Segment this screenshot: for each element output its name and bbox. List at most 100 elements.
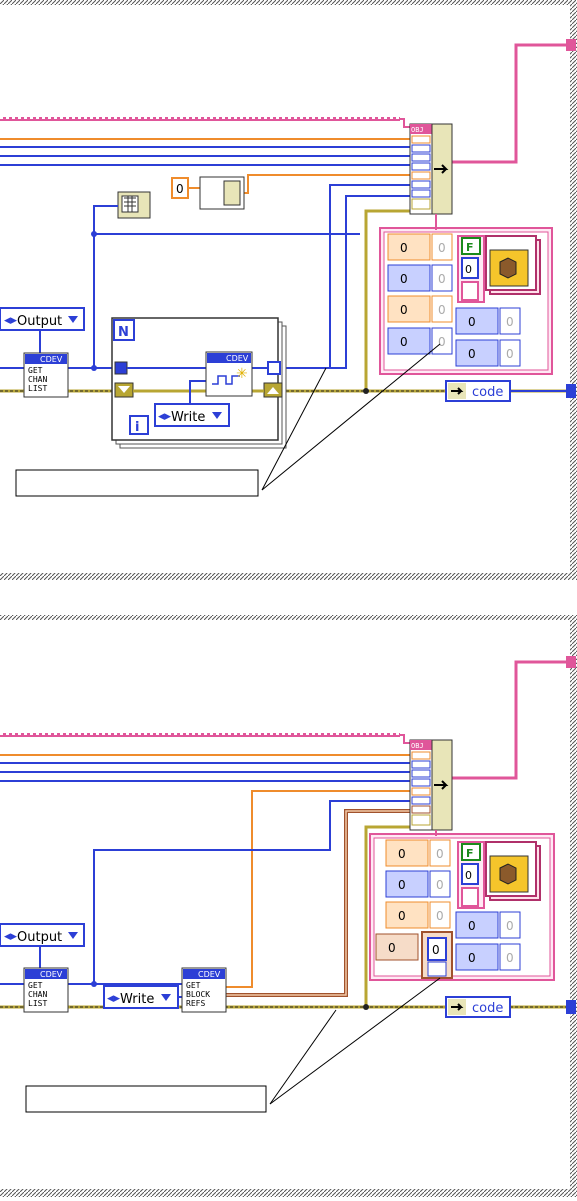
numeric-control-5[interactable]: 0 0 <box>455 911 521 939</box>
write-ring-label: Write <box>171 410 205 425</box>
chevron-down-icon <box>161 994 171 1001</box>
loop-tunnel <box>114 361 128 375</box>
refnum-constant[interactable] <box>485 841 541 901</box>
chevron-down-icon <box>68 316 78 323</box>
loop-count-terminal[interactable] <box>113 319 135 341</box>
vi-line3: LIST <box>28 999 47 1008</box>
numeric-value: 0 <box>400 272 408 286</box>
numeric-value: 0 <box>468 347 476 361</box>
get-block-refs-vi[interactable]: CDEV GET BLOCK REFS <box>181 967 227 1013</box>
svg-text:0: 0 <box>506 919 514 933</box>
numeric-value: 0 <box>468 919 476 933</box>
svg-text:0: 0 <box>436 878 444 892</box>
svg-text:0: 0 <box>506 347 514 361</box>
numeric-value: 0 <box>400 303 408 317</box>
code-indicator[interactable]: code <box>445 996 511 1018</box>
vi-line3: LIST <box>28 384 47 393</box>
numeric-value: 0 <box>432 943 440 957</box>
bundle-node[interactable]: OBJ <box>409 123 453 215</box>
callout <box>15 343 441 497</box>
loop-index-label: i <box>135 420 139 435</box>
numeric-control-1[interactable]: 0 0 <box>385 839 451 867</box>
bundle-header: OBJ <box>411 126 424 134</box>
numeric-control-3[interactable]: 0 0 <box>385 901 451 929</box>
array-constant[interactable]: 0 <box>421 931 453 979</box>
loop-count-label: N <box>118 325 129 340</box>
mode-ring[interactable]: ◂▸ Output <box>0 923 85 947</box>
numeric-value: 0 <box>468 315 476 329</box>
frame-right-border <box>570 615 577 1197</box>
numeric-control-3[interactable]: 0 0 <box>387 295 453 323</box>
vi-line3: REFS <box>186 999 205 1008</box>
top-panel: 0 ◂▸ Output CDEV G <box>0 0 577 580</box>
numeric-control-4[interactable]: 0 0 <box>387 327 453 355</box>
bottom-panel: ◂▸ Output CDEV GET CHAN LIST ◂▸ Write CD… <box>0 615 577 1197</box>
error-out-terminal[interactable] <box>566 384 576 398</box>
cluster-constant[interactable]: 0 0 0 0 0 0 0 0 <box>369 830 555 981</box>
input-wires <box>0 138 410 369</box>
vi-tag: CDEV <box>198 970 221 979</box>
get-chan-list-vi[interactable]: CDEV GET CHAN LIST <box>23 352 69 398</box>
box-icon <box>499 863 517 885</box>
svg-text:0: 0 <box>465 869 472 882</box>
cluster-constant[interactable]: 0 0 0 0 0 0 0 0 <box>379 214 553 375</box>
numeric-control-6[interactable]: 0 0 <box>455 943 521 971</box>
box-icon <box>499 257 517 279</box>
bundle-header: OBJ <box>411 742 424 750</box>
numeric-value: 0 <box>388 941 396 955</box>
vi-line1: GET <box>186 981 201 990</box>
svg-text:◂▸: ◂▸ <box>107 991 121 1006</box>
write-node-tag: CDEV <box>226 354 249 363</box>
write-ring-label: Write <box>120 992 154 1007</box>
cluster-terminal[interactable] <box>566 656 576 668</box>
svg-text:0: 0 <box>506 315 514 329</box>
input-wires <box>0 754 410 997</box>
vi-line2: CHAN <box>28 990 47 999</box>
numeric-value: 0 <box>400 335 408 349</box>
vi-line1: GET <box>28 981 43 990</box>
numeric-control-2[interactable]: 0 0 <box>387 264 453 292</box>
numeric-control-5[interactable]: 0 0 <box>455 307 521 335</box>
numeric-constant-label: 0 <box>176 182 184 196</box>
boolean-subcluster[interactable]: F 0 <box>457 235 485 303</box>
mode-ring-label: Output <box>17 314 62 329</box>
frame-top-border <box>0 615 577 620</box>
cluster-wire <box>0 39 576 164</box>
code-indicator-label: code <box>472 385 503 400</box>
numeric-control-4[interactable]: 0 <box>375 933 419 961</box>
waveform-icon <box>212 375 240 385</box>
get-chan-list-vi[interactable]: CDEV GET CHAN LIST <box>23 967 69 1013</box>
numeric-control-6[interactable]: 0 0 <box>455 339 521 367</box>
svg-text:0: 0 <box>506 951 514 965</box>
write-ring[interactable]: ◂▸ Write <box>103 985 179 1009</box>
svg-text:0: 0 <box>465 263 472 276</box>
array-build-node[interactable] <box>117 191 151 219</box>
numeric-value: 0 <box>400 241 408 255</box>
code-indicator[interactable]: code <box>445 380 511 402</box>
frame-bottom-border <box>0 1189 577 1197</box>
for-loop[interactable]: N i ◂▸ Write CDEV ✳ <box>111 317 287 449</box>
bundle-node[interactable]: OBJ <box>409 739 453 831</box>
vi-line2: CHAN <box>28 375 47 384</box>
numeric-value: 0 <box>468 951 476 965</box>
boolean-subcluster[interactable]: F 0 <box>457 841 485 909</box>
error-out-terminal[interactable] <box>566 1000 576 1014</box>
write-ring[interactable] <box>154 403 230 427</box>
cluster-terminal[interactable] <box>566 39 576 51</box>
boolean-label: F <box>466 241 474 254</box>
chevron-down-icon <box>68 932 78 939</box>
vi-line1: GET <box>28 366 43 375</box>
mode-ring[interactable]: ◂▸ Output <box>0 307 85 331</box>
loop-output-tunnel <box>267 361 281 375</box>
refnum-constant[interactable] <box>485 235 541 295</box>
svg-text:0: 0 <box>436 847 444 861</box>
frame-bottom-border <box>0 573 577 580</box>
vi-tag: CDEV <box>40 970 63 979</box>
boolean-label: F <box>466 847 474 860</box>
svg-text:0: 0 <box>436 909 444 923</box>
numeric-control-1[interactable]: 0 0 <box>387 233 453 261</box>
svg-text:0: 0 <box>438 272 446 286</box>
numeric-control-2[interactable]: 0 0 <box>385 870 451 898</box>
cluster-wire <box>0 656 576 780</box>
callout <box>25 977 441 1113</box>
